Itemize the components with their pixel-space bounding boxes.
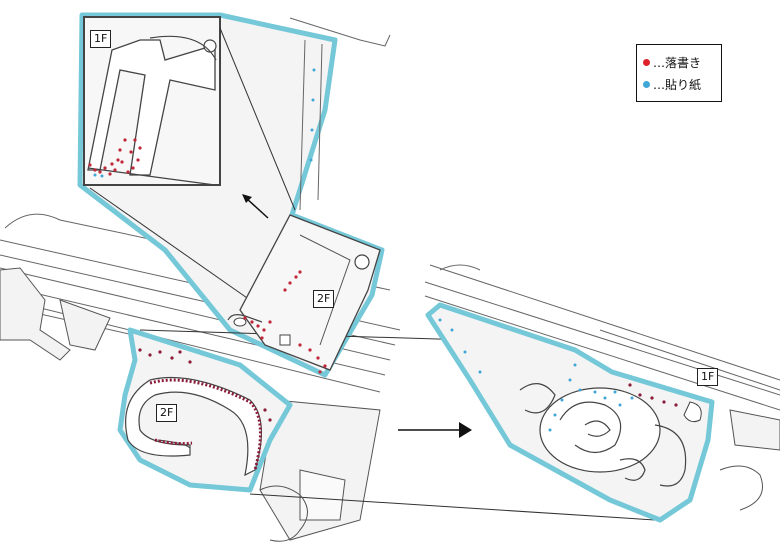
legend-label-graffiti: …落書き: [653, 55, 702, 70]
legend-row-sticker: …貼り紙: [643, 73, 715, 95]
floor-label-2f-lower: 2F: [156, 404, 178, 422]
building-blocks-left: [0, 267, 381, 541]
road-bands-right: [424, 264, 780, 411]
floor-label-1f-right: 1F: [697, 368, 719, 386]
sticker-dots-corridor: [93, 68, 316, 178]
lower-2f-plaza: [117, 327, 656, 542]
floor-label-1f-inset: 1F: [90, 30, 112, 48]
right-plaza: [425, 302, 780, 523]
graffiti-dots-right: [628, 383, 678, 407]
direction-arrow-nw: [242, 194, 269, 219]
floor-label-2f-upper: 2F: [313, 290, 335, 308]
direction-arrow-right: [398, 422, 472, 438]
map-legend: …落書き …貼り紙: [636, 44, 722, 102]
graffiti-dots-upper-2f: [243, 270, 327, 374]
upper-2f-area: [227, 214, 381, 371]
sticker-dots-right: [438, 318, 634, 432]
sticker-marker-icon: [643, 80, 650, 88]
inset-1f-box: [83, 16, 221, 186]
legend-label-sticker: …貼り紙: [653, 77, 702, 92]
legend-row-graffiti: …落書き: [643, 51, 715, 73]
graffiti-marker-icon: [643, 58, 650, 66]
graffiti-dots-inset: [88, 138, 142, 176]
graffiti-dots-oval: [138, 348, 272, 471]
